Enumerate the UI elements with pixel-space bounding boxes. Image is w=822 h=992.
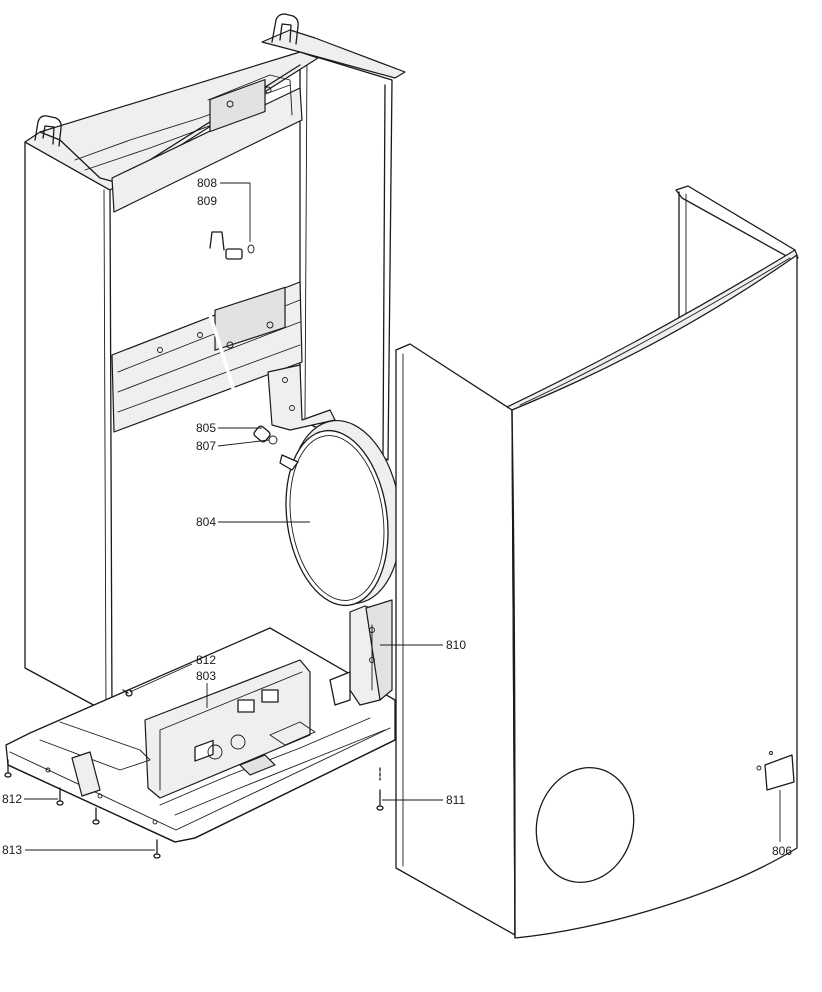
expansion-vessel bbox=[279, 419, 402, 607]
callout-806: 806 bbox=[772, 844, 792, 858]
support-bracket bbox=[329, 599, 393, 706]
callout-803: 803 bbox=[196, 669, 216, 683]
callout-labels: 808 809 805 807 804 810 812 803 812 811 … bbox=[2, 176, 792, 858]
callout-808: 808 bbox=[197, 176, 217, 190]
back-frame bbox=[24, 13, 406, 716]
callout-805: 805 bbox=[196, 421, 216, 435]
screw-813 bbox=[153, 839, 161, 859]
callout-813: 813 bbox=[2, 843, 22, 857]
leader-lines bbox=[24, 182, 781, 851]
screws bbox=[4, 689, 384, 859]
callout-809: 809 bbox=[197, 194, 217, 208]
callout-807: 807 bbox=[196, 439, 216, 453]
callout-812-upper: 812 bbox=[196, 653, 216, 667]
callout-804: 804 bbox=[196, 515, 216, 529]
callout-811: 811 bbox=[446, 793, 465, 807]
front-casing bbox=[395, 185, 799, 939]
screw-812-upper bbox=[122, 689, 133, 697]
screw-812-lower bbox=[56, 787, 64, 806]
flexible-hose bbox=[200, 231, 278, 445]
screw-left-1 bbox=[4, 759, 12, 778]
callout-812-lower: 812 bbox=[2, 792, 22, 806]
screw-left-3 bbox=[92, 807, 100, 825]
screw-811 bbox=[376, 767, 384, 811]
base-plate bbox=[5, 627, 396, 843]
callout-810: 810 bbox=[446, 638, 466, 652]
